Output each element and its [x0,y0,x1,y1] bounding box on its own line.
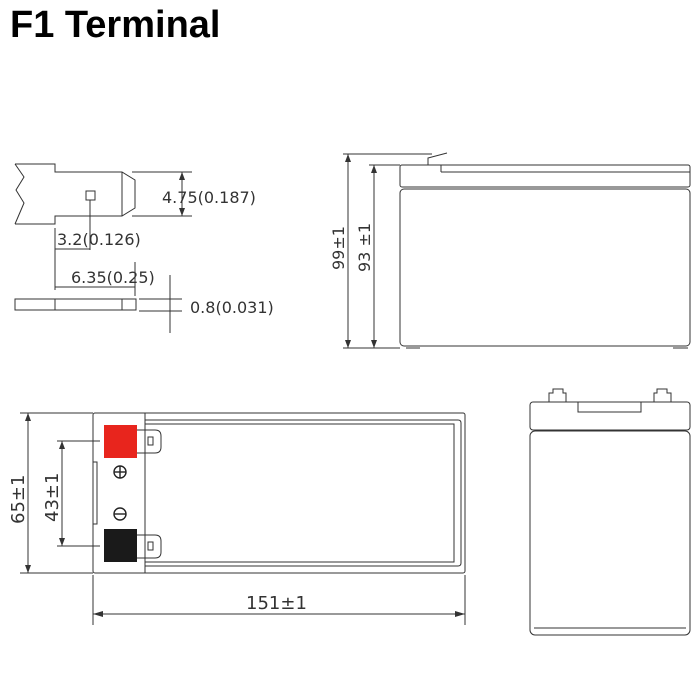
negative-terminal [104,529,137,562]
side-view-drawing [343,152,691,349]
terminal-width-label: 4.75(0.187) [162,188,256,207]
end-view-drawing [529,388,691,636]
width-65-label: 65±1 [8,475,29,524]
negative-symbol-icon [113,507,127,521]
page-title: F1 Terminal [10,4,221,46]
length-151-label: 151±1 [246,593,307,614]
positive-terminal [104,425,137,458]
terminal-length-label: 6.35(0.25) [71,268,155,287]
top-view-drawing [20,412,466,625]
case-height-label: 93 ±1 [355,223,374,272]
terminal-thickness-label: 0.8(0.031) [190,298,274,317]
positive-symbol-icon [113,465,127,479]
hole-offset-label: 3.2(0.126) [57,230,141,249]
terminal-spacing-label: 43±1 [42,473,63,522]
total-height-label: 99±1 [329,226,348,270]
